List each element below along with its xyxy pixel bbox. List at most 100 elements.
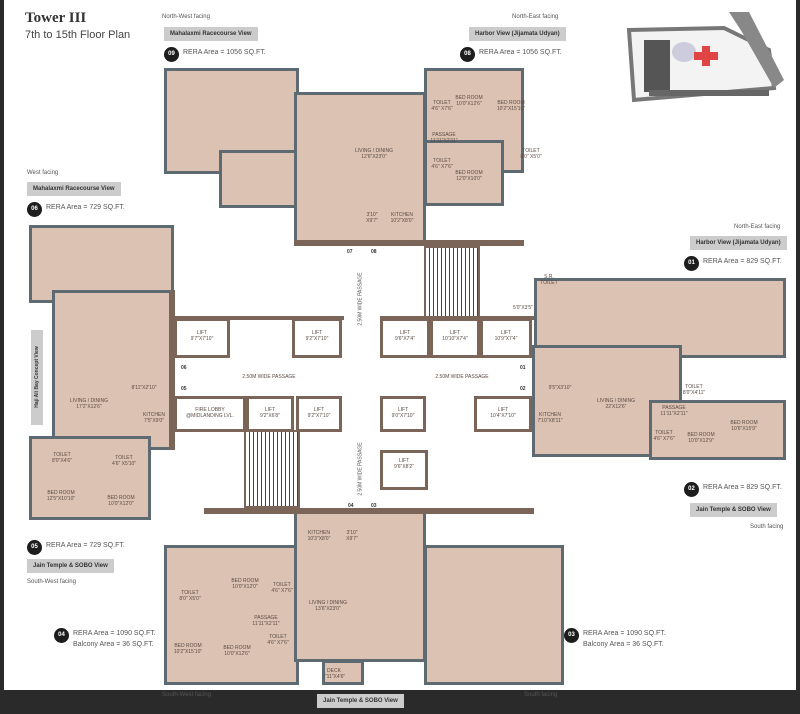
unit-number-badge: 06	[27, 202, 42, 217]
lift	[480, 318, 532, 358]
room-label: 5'0"X3'5"	[513, 305, 533, 311]
room-label: 9'5"X3'10"	[548, 385, 572, 391]
unit-02-view: Jain Temple & SOBO View	[690, 503, 777, 517]
wall	[169, 290, 175, 450]
door-number: 07	[347, 249, 353, 255]
side-view-label: Haji Ali Bay Concept View	[34, 346, 40, 408]
room-label: 8'11"X2'10"	[131, 385, 157, 391]
fire-lobby	[174, 396, 246, 432]
staircase	[424, 246, 480, 318]
door-number: 06	[181, 365, 187, 371]
room-label: S.R.TOILET	[540, 274, 558, 286]
fire-lobby-label: FIRE LOBBY@MIDLANDING LVL.	[186, 407, 234, 419]
floor-plan-page: Tower III 7th to 15th Floor Plan North-W…	[4, 0, 796, 708]
rera-area: RERA Area = 829 SQ.FT.	[703, 258, 782, 265]
unit-01-view: Harbor View (Jijamata Udyan)	[690, 236, 787, 250]
lift	[246, 396, 294, 432]
rera-area: RERA Area = 1090 SQ.FT.	[583, 630, 666, 637]
wall	[294, 240, 524, 246]
tower-highlight	[694, 46, 718, 66]
unit-09-facing: North-West facing	[162, 14, 210, 20]
deck	[322, 660, 364, 685]
unit-02-facing: South facing	[750, 524, 784, 530]
site-key-map	[626, 12, 784, 103]
unit-06-facing: West facing	[27, 170, 59, 176]
unit-number-badge: 04	[54, 628, 69, 643]
unit-03-rera: 03 RERA Area = 1090 SQ.FT. Balcony Area = …	[564, 628, 666, 650]
unit-number-badge: 05	[27, 540, 42, 555]
unit-06-view: Mahalaxmi Racecourse View	[27, 182, 121, 196]
door-number: 08	[371, 249, 377, 255]
wall	[174, 316, 344, 320]
passage-label-vertical: 2.50M WIDE PASSAGE	[357, 442, 364, 496]
passage-label-vertical: 2.50M WIDE PASSAGE	[357, 272, 364, 326]
unit-09-view: Mahalaxmi Racecourse View	[164, 27, 258, 41]
door-number: 05	[181, 386, 187, 392]
unit-08-annex	[424, 140, 504, 206]
unit-04-facing: South-West facing	[162, 692, 211, 698]
rera-area: RERA Area = 729 SQ.FT.	[46, 542, 125, 549]
staircase	[244, 430, 300, 508]
unit-08-facing: North-East facing	[512, 14, 559, 20]
unit-05-facing: South-West facing	[27, 579, 76, 585]
unit-03-facing: South facing	[524, 692, 558, 698]
unit-number-badge: 08	[460, 47, 475, 62]
unit-number-badge: 02	[684, 482, 699, 497]
passage-label: 2.50M WIDE PASSAGE	[242, 374, 296, 380]
unit-05	[29, 436, 151, 520]
unit-06-05-living	[52, 290, 174, 450]
wall	[204, 508, 534, 514]
lift	[292, 318, 342, 358]
lift	[430, 318, 480, 358]
unit-08-view: Harbor View (Jijamata Udyan)	[469, 27, 566, 41]
door-number: 04	[348, 503, 354, 509]
room-label: 3'10"X9'7"	[366, 212, 378, 224]
door-number: 01	[520, 365, 526, 371]
page-title: Tower III	[25, 10, 87, 26]
unit-09-annex	[219, 150, 299, 208]
unit-number-badge: 09	[164, 47, 179, 62]
balcony-area: Balcony Area = 36 SQ.FT.	[583, 641, 664, 648]
unit-03	[424, 545, 564, 685]
rera-area: RERA Area = 1056 SQ.FT.	[183, 49, 266, 56]
lift	[380, 450, 428, 490]
page-subtitle: 7th to 15th Floor Plan	[25, 29, 131, 41]
unit-number-badge: 03	[564, 628, 579, 643]
